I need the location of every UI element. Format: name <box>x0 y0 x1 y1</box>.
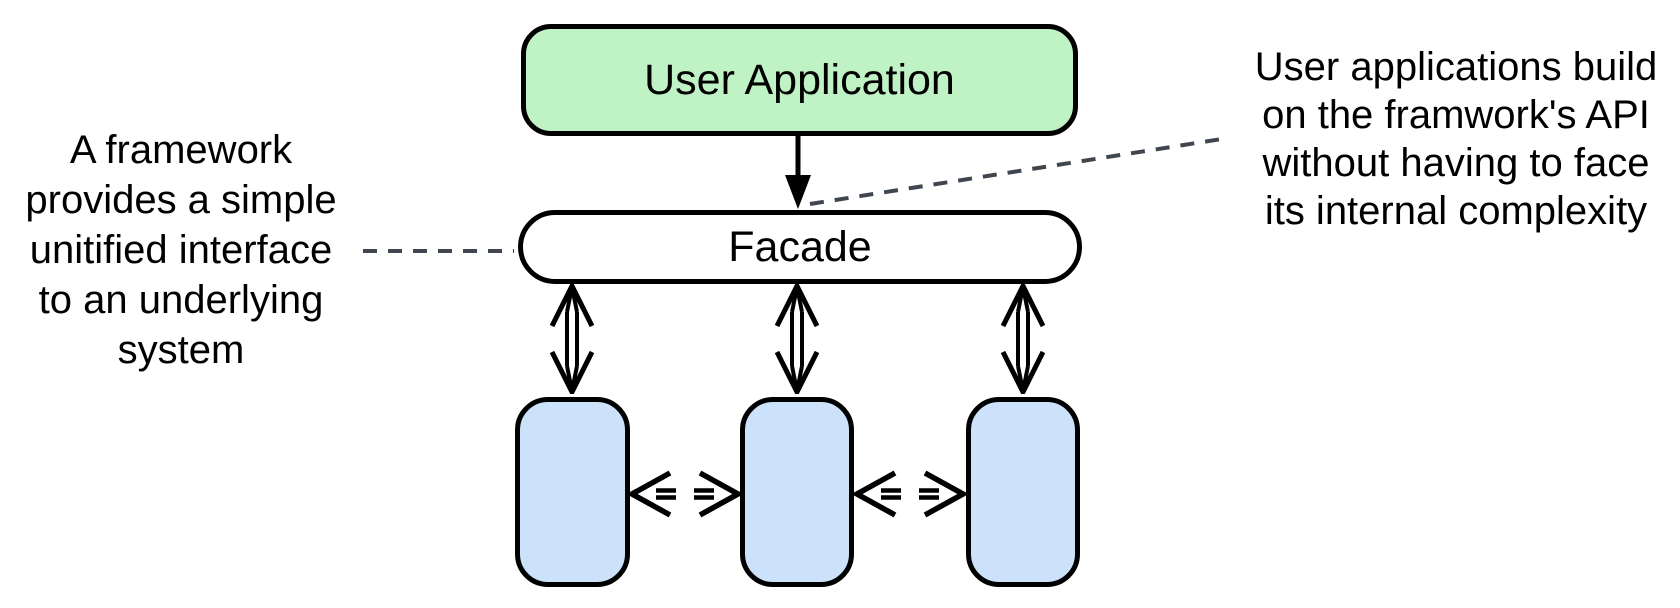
facade-subsystem-arrow-icon <box>550 284 594 394</box>
subsystem-box <box>966 397 1080 587</box>
subsystem-box <box>515 397 630 587</box>
left-annotation: A framework provides a simple unitified … <box>11 125 351 375</box>
user-app-to-facade-arrow-icon <box>785 134 811 209</box>
subsystem-exchange-arrows-icon <box>629 470 741 518</box>
annotation-line: without having to face <box>1262 141 1650 185</box>
user-application-box: User Application <box>521 24 1078 136</box>
annotation-line: its internal complexity <box>1264 189 1648 233</box>
facade-subsystem-arrow-icon <box>775 284 819 394</box>
annotation-line: provides a simple <box>25 178 337 222</box>
annotation-line: User applications build <box>1254 45 1658 89</box>
user-application-label: User Application <box>644 55 955 104</box>
right-annotation: User applications build on the framwork'… <box>1236 43 1676 235</box>
annotation-line: on the framwork's API <box>1262 93 1650 137</box>
facade-subsystem-arrow-icon <box>1001 284 1045 394</box>
annotation-line: A framework <box>69 128 293 172</box>
annotation-line: system <box>117 328 245 372</box>
annotation-line: unitified interface <box>29 228 333 272</box>
subsystem-exchange-arrows-icon <box>854 470 966 518</box>
facade-box: Facade <box>518 210 1082 284</box>
facade-label: Facade <box>728 222 872 271</box>
annotation-line: to an underlying <box>38 278 324 322</box>
subsystem-box <box>740 397 854 587</box>
right-callout-line <box>809 136 1229 206</box>
